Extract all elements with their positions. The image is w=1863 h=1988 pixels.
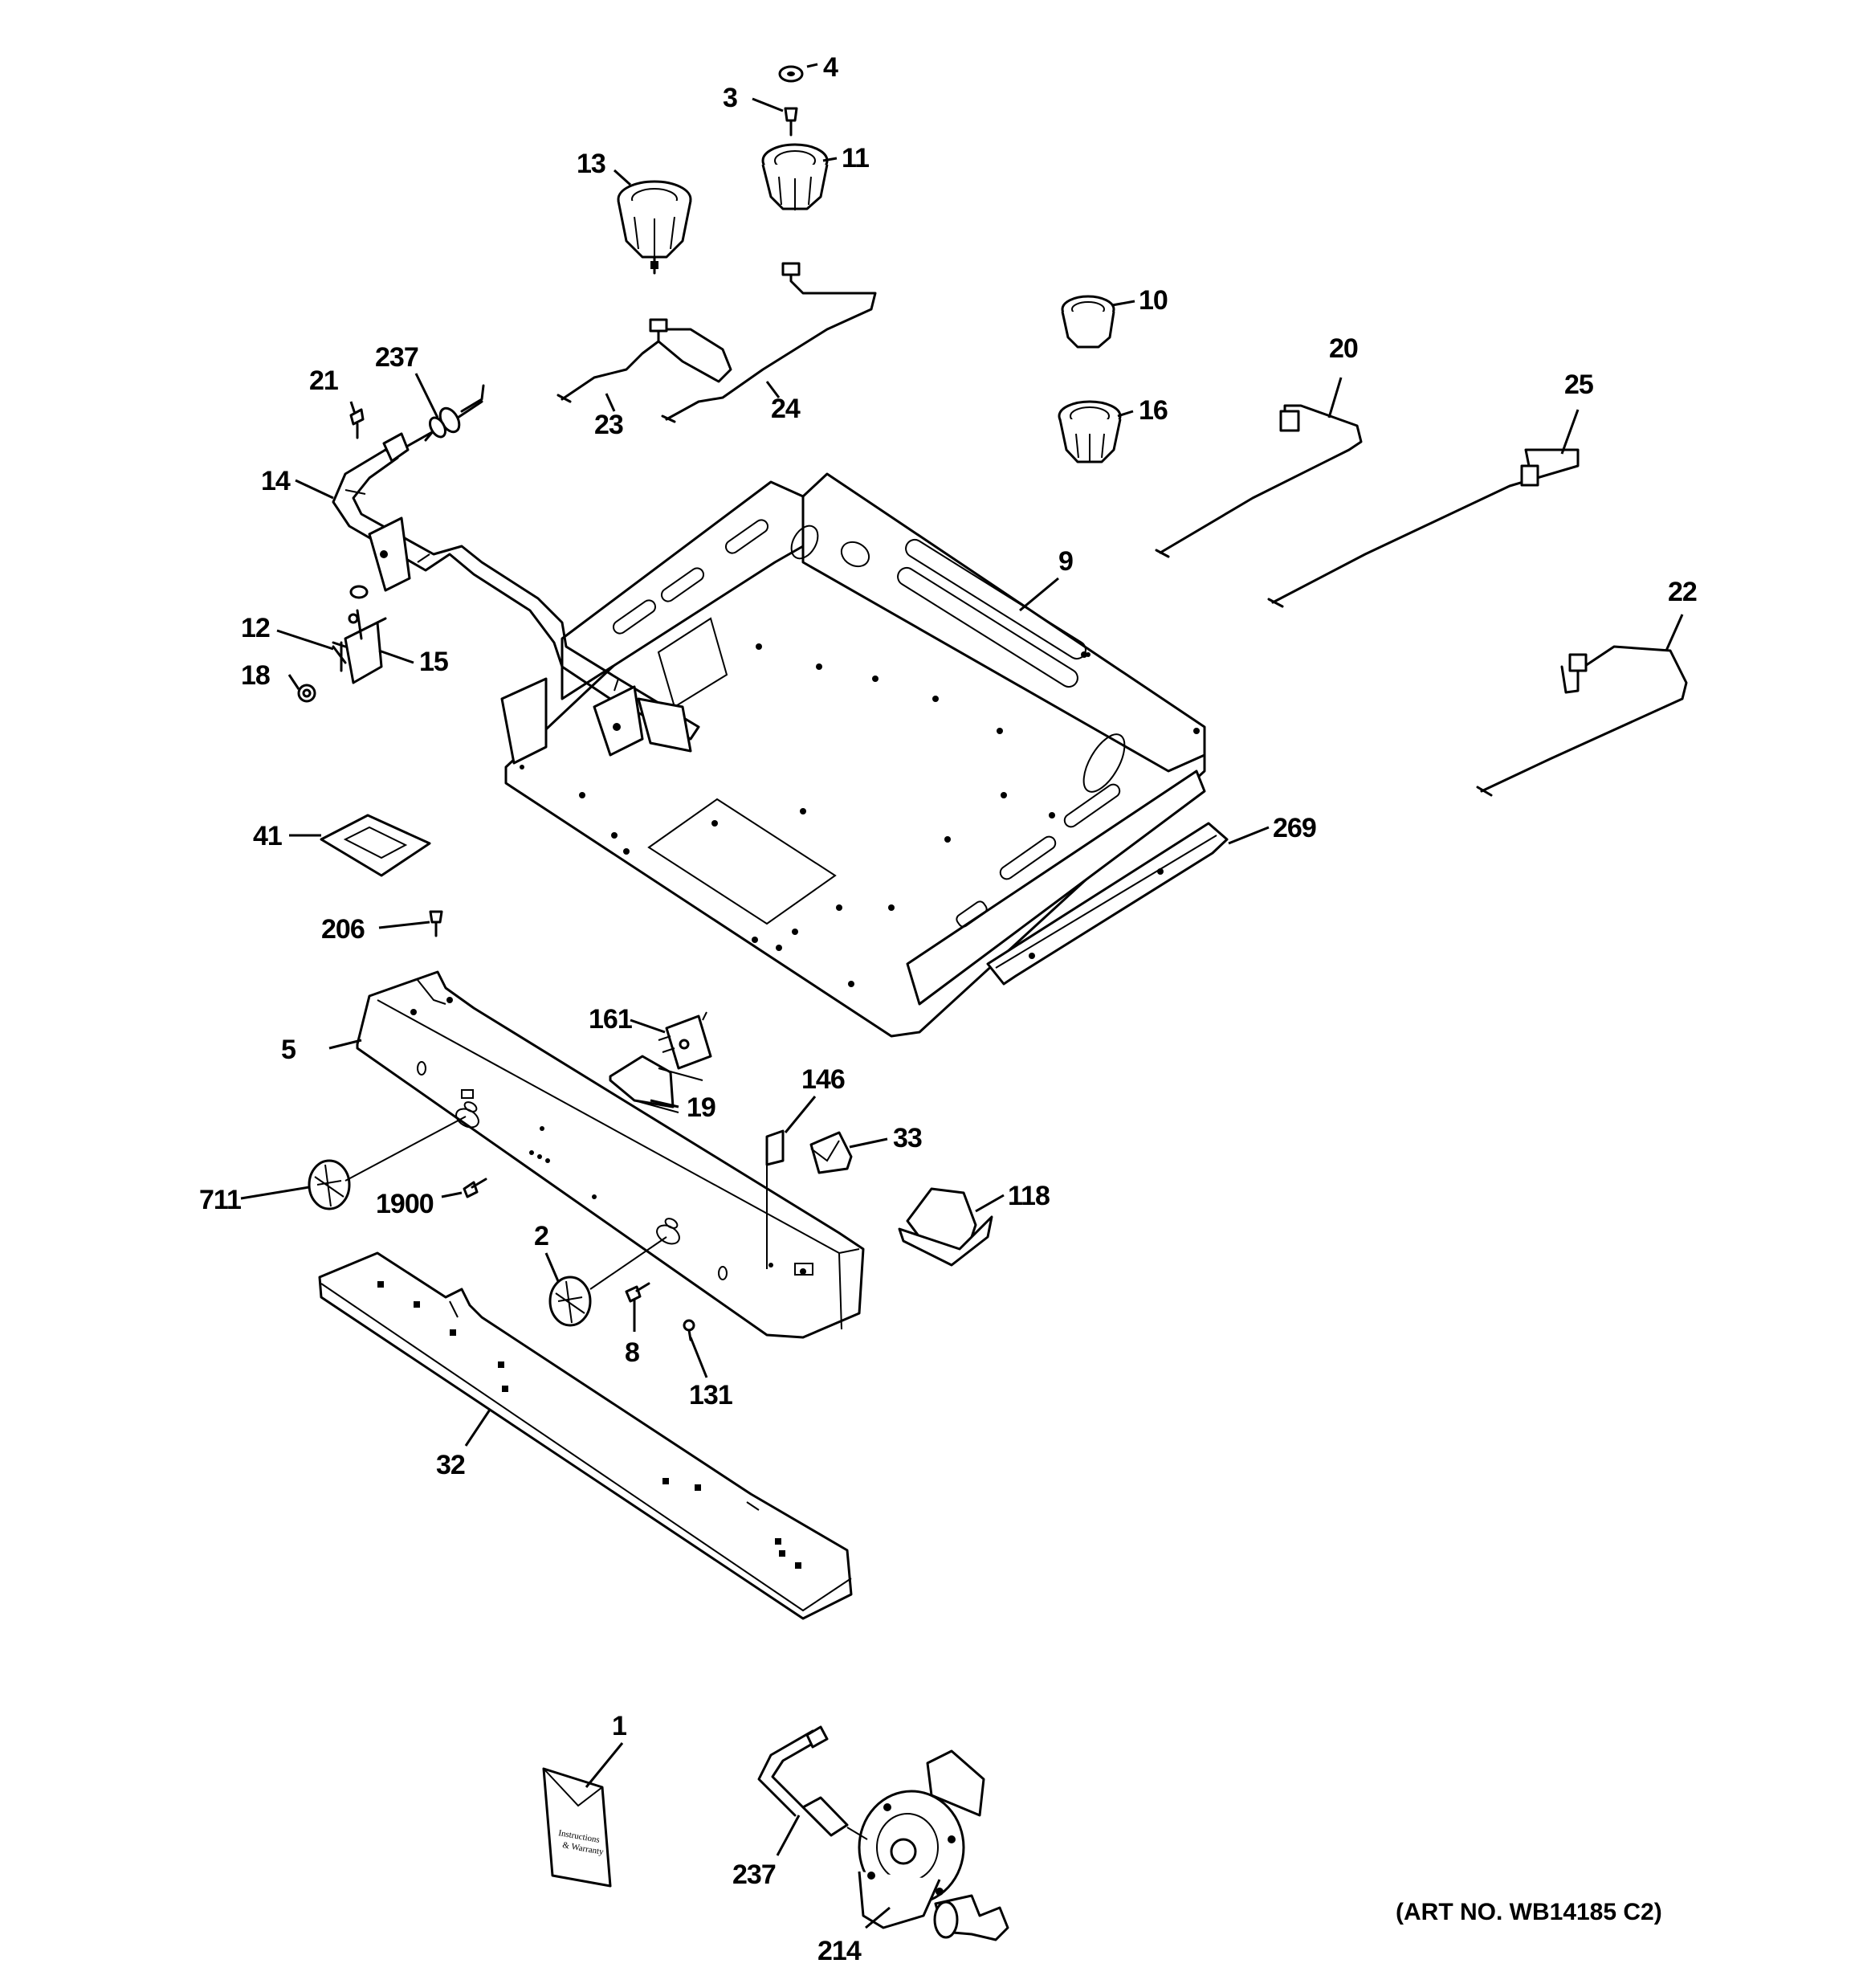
trim-part-32[interactable]	[318, 1251, 853, 1620]
switch-part-33[interactable]	[809, 1131, 853, 1174]
callout-22: 22	[1668, 577, 1697, 607]
washer	[349, 585, 369, 599]
callout-12: 12	[241, 613, 270, 643]
burner-tube-part-22[interactable]	[1476, 645, 1688, 797]
orifice-fitting-part-237[interactable]	[406, 384, 485, 447]
burner-tube-part-25[interactable]	[1267, 448, 1580, 608]
pin-part-131[interactable]	[683, 1319, 695, 1341]
bracket-part-269[interactable]	[986, 822, 1229, 986]
screw-part-8[interactable]	[625, 1282, 650, 1303]
callout-10: 10	[1139, 285, 1168, 316]
screw-part-21[interactable]	[349, 408, 365, 439]
burner-tube-part-23[interactable]	[556, 318, 732, 403]
callout-1: 1	[612, 1711, 626, 1741]
callout-19: 19	[687, 1092, 715, 1123]
grommet-part-41[interactable]	[320, 814, 431, 877]
switch-cover-part-146[interactable]	[765, 1129, 785, 1269]
burner-head-part-10[interactable]	[1061, 295, 1115, 349]
callout-24: 24	[771, 394, 801, 424]
callout-8: 8	[625, 1337, 639, 1368]
callout-3: 3	[723, 83, 737, 113]
nut-part-18[interactable]	[297, 684, 316, 703]
burner-tube-part-20[interactable]	[1155, 404, 1363, 558]
art-number: (ART NO. WB14185 C2)	[1396, 1899, 1662, 1925]
bracket-part-19[interactable]	[609, 1055, 675, 1108]
callout-711: 711	[199, 1185, 241, 1215]
callout-41: 41	[253, 821, 282, 851]
cap-part-4[interactable]	[778, 65, 804, 83]
switch-part-161[interactable]	[658, 1011, 712, 1070]
callout-21: 21	[309, 365, 338, 396]
callout-20: 20	[1329, 333, 1358, 364]
callout-13: 13	[577, 149, 605, 179]
callout-146: 146	[801, 1064, 845, 1095]
callout-15: 15	[419, 647, 448, 677]
light-assembly-part-118[interactable]	[898, 1187, 993, 1267]
callout-206: 206	[321, 914, 365, 945]
callout-23: 23	[594, 410, 623, 440]
leader-lines	[240, 63, 1684, 1929]
burner-head-part-13[interactable]	[617, 180, 692, 275]
callout-5: 5	[281, 1035, 296, 1065]
callout-118: 118	[1008, 1181, 1050, 1211]
screw-part-206[interactable]	[429, 910, 443, 937]
callout-214: 214	[817, 1936, 862, 1966]
burner-head-part-11[interactable]	[761, 143, 829, 210]
regulator-part-214[interactable]	[858, 1749, 1009, 1941]
callout-4: 4	[823, 52, 838, 83]
callout-11: 11	[842, 143, 869, 173]
burner-head-part-16[interactable]	[1058, 400, 1122, 463]
wire	[634, 1067, 703, 1113]
fitting-part-237[interactable]	[757, 1725, 868, 1840]
spring-clip-part-12[interactable]	[332, 641, 347, 672]
callout-16: 16	[1139, 395, 1168, 426]
callout-labels: 4 3 11 13 10 16 20 25 22 23 24 9 269 21 …	[199, 52, 1698, 1966]
callout-1900: 1900	[376, 1189, 434, 1219]
callout-25: 25	[1564, 369, 1593, 400]
valve-part-15[interactable]	[332, 609, 387, 684]
callout-33: 33	[893, 1123, 922, 1153]
callout-237b: 237	[732, 1859, 776, 1890]
callout-18: 18	[241, 660, 270, 691]
callout-2: 2	[534, 1221, 548, 1251]
callout-161: 161	[589, 1004, 632, 1035]
callout-237a: 237	[375, 342, 418, 373]
callout-9: 9	[1058, 546, 1073, 577]
callout-14: 14	[261, 466, 291, 496]
screw-part-3[interactable]	[784, 107, 798, 137]
callout-269: 269	[1273, 813, 1316, 843]
burner-tube-part-24[interactable]	[661, 262, 877, 423]
screw-part-1900[interactable]	[463, 1178, 487, 1198]
callout-32: 32	[436, 1450, 465, 1480]
control-panel-part-5[interactable]	[356, 970, 865, 1339]
knob-part-2[interactable]	[548, 1236, 667, 1327]
burner-box-part-9[interactable]	[500, 472, 1206, 1038]
knob-part-711[interactable]	[308, 1116, 467, 1210]
callout-131: 131	[689, 1380, 732, 1410]
literature-part-1[interactable]: Instructions & Warranty	[542, 1767, 612, 1888]
manifold-part-14[interactable]	[332, 432, 700, 757]
